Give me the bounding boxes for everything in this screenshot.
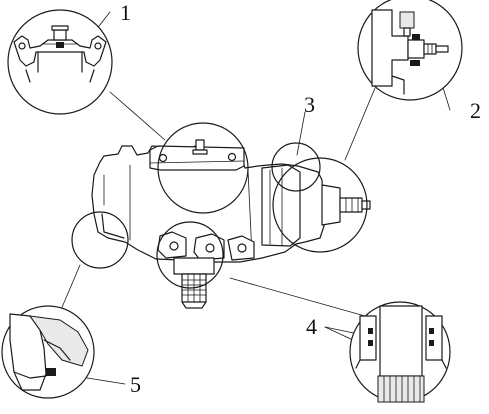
detail-view-5 [1,305,95,399]
detail-view-2 [357,0,463,101]
callout-2: 2 [470,98,481,123]
callout-5: 5 [130,372,141,397]
detail-view-4 [349,301,451,403]
callout-4: 4 [306,314,317,339]
callout-labels: 1 2 3 4 5 [120,0,481,397]
callout-3: 3 [304,92,315,117]
steering-gear-housing [91,139,371,309]
detail-view-1 [7,9,113,115]
callout-1: 1 [120,0,131,25]
highlight-circles [71,122,368,289]
